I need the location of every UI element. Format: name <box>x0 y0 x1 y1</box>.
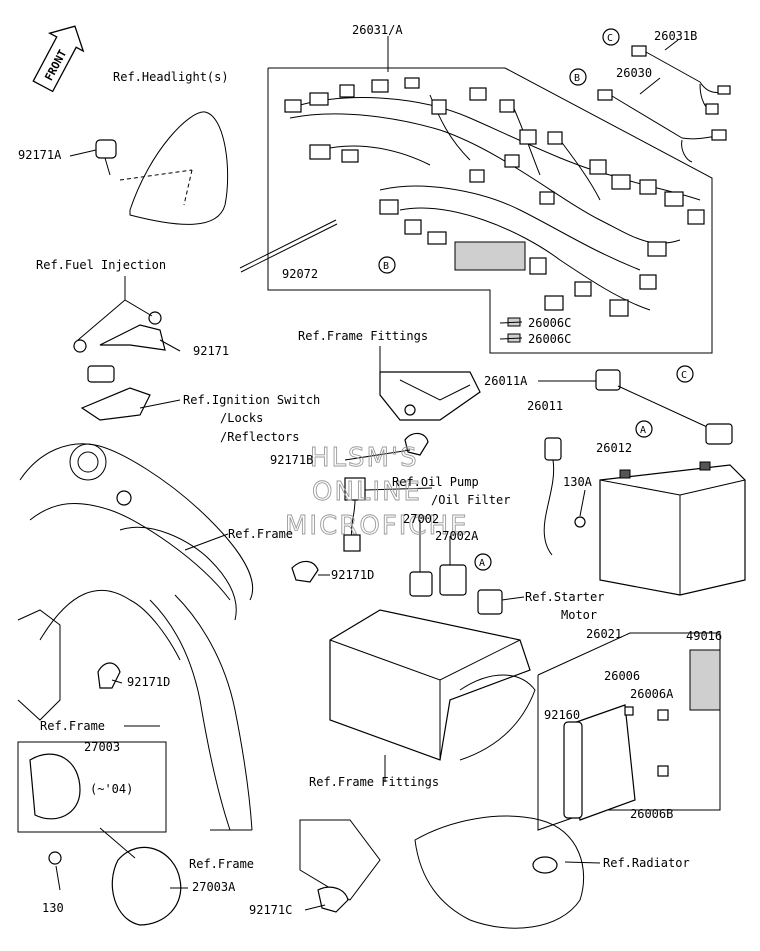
ref-label-frame-fittings-top: Ref.Frame Fittings <box>298 329 428 343</box>
callout-circle-a-mid: A <box>474 553 492 571</box>
part-label-49016: 49016 <box>686 629 722 643</box>
relay-components <box>343 477 503 615</box>
part-label-26006C-2: 26006C <box>528 332 571 346</box>
fuel-injection-bracket <box>73 311 166 421</box>
ref-label-frame-bottom: Ref.Frame <box>189 857 254 871</box>
part-label-26012: 26012 <box>596 441 632 455</box>
part-label-27003A: 27003A <box>192 880 236 894</box>
part-label-26011: 26011 <box>527 399 563 413</box>
horn-27003 <box>17 741 167 833</box>
cable-26011A <box>595 369 733 445</box>
part-label-26006C-1: 26006C <box>528 316 571 330</box>
part-label-26011A: 26011A <box>484 374 528 388</box>
part-label-26021: 26021 <box>586 627 622 641</box>
ref-label-motor: Motor <box>561 608 597 622</box>
part-label-130A: 130A <box>563 475 593 489</box>
ref-label-frame-mid: Ref.Frame <box>40 719 105 733</box>
callout-letter: C <box>681 370 687 381</box>
part-label-92072: 92072 <box>282 267 318 281</box>
part-label-27002: 27002 <box>403 512 439 526</box>
watermark-line-3: MICROFICHE <box>285 511 469 541</box>
callout-circle-c-mid: C <box>676 365 694 383</box>
frame-fittings-bracket <box>379 371 481 456</box>
part-label-27002A: 27002A <box>435 529 479 543</box>
callout-letter: A <box>640 425 646 436</box>
horn-27003A <box>48 827 182 926</box>
part-label-92171: 92171 <box>193 344 229 358</box>
ref-label-oil-filter: /Oil Filter <box>431 493 510 507</box>
ref-label-frame-fittings-bottom: Ref.Frame Fittings <box>309 775 439 789</box>
part-label-92171C: 92171C <box>249 903 292 917</box>
part-label-26006A: 26006A <box>630 687 674 701</box>
part-label-92160: 92160 <box>544 708 580 722</box>
battery-tray <box>329 609 536 761</box>
ref-label-reflectors: /Reflectors <box>220 430 299 444</box>
callout-circle-c-top: C <box>602 28 620 46</box>
label-year-range: (~'04) <box>90 782 133 796</box>
callout-letter: B <box>383 261 389 272</box>
part-label-92171A: 92171A <box>18 148 62 162</box>
part-label-26006: 26006 <box>604 669 640 683</box>
leader-lines <box>55 36 679 911</box>
callout-circle-b-mid: B <box>378 256 396 274</box>
part-label-130: 130 <box>42 901 64 915</box>
ref-label-radiator: Ref.Radiator <box>603 856 690 870</box>
callout-circle-a-right: A <box>635 420 653 438</box>
ref-label-oil-pump: Ref.Oil Pump <box>392 475 479 489</box>
part-label-92171D-upper: 92171D <box>331 568 374 582</box>
frame-reference-bottom <box>299 819 381 913</box>
cable-tie-92072 <box>239 219 338 273</box>
callout-letter: B <box>574 73 580 84</box>
part-label-26031A: 26031/A <box>352 23 403 37</box>
radiator-reference <box>414 815 585 929</box>
ref-label-locks: /Locks <box>220 411 263 425</box>
ref-label-headlight: Ref.Headlight(s) <box>113 70 229 84</box>
front-arrow-icon: FRONT <box>32 25 85 93</box>
main-harness-group <box>267 67 713 354</box>
part-label-27003: 27003 <box>84 740 120 754</box>
frame-reference-left <box>17 443 319 831</box>
ref-label-fuel-injection: Ref.Fuel Injection <box>36 258 166 272</box>
sub-harness-group <box>597 45 731 163</box>
part-label-26031B: 26031B <box>654 29 697 43</box>
part-label-92171D-lower: 92171D <box>127 675 170 689</box>
callout-letter: C <box>607 33 613 44</box>
watermark-line-1: HLSM'S <box>310 443 419 473</box>
ref-label-ignition-switch: Ref.Ignition Switch <box>183 393 320 407</box>
ecu-box-group <box>537 632 721 831</box>
callout-letter: A <box>479 558 485 569</box>
ref-label-frame-left: Ref.Frame <box>228 527 293 541</box>
watermark-line-2: ONLINE <box>312 477 422 507</box>
ref-label-starter: Ref.Starter <box>525 590 604 604</box>
part-label-26030: 26030 <box>616 66 652 80</box>
part-label-92171B: 92171B <box>270 453 313 467</box>
cable-26011 <box>543 437 586 556</box>
headlight-reference <box>95 111 229 225</box>
part-label-26006B: 26006B <box>630 807 673 821</box>
battery-26012 <box>599 461 746 596</box>
callout-circle-b-top: B <box>569 68 587 86</box>
